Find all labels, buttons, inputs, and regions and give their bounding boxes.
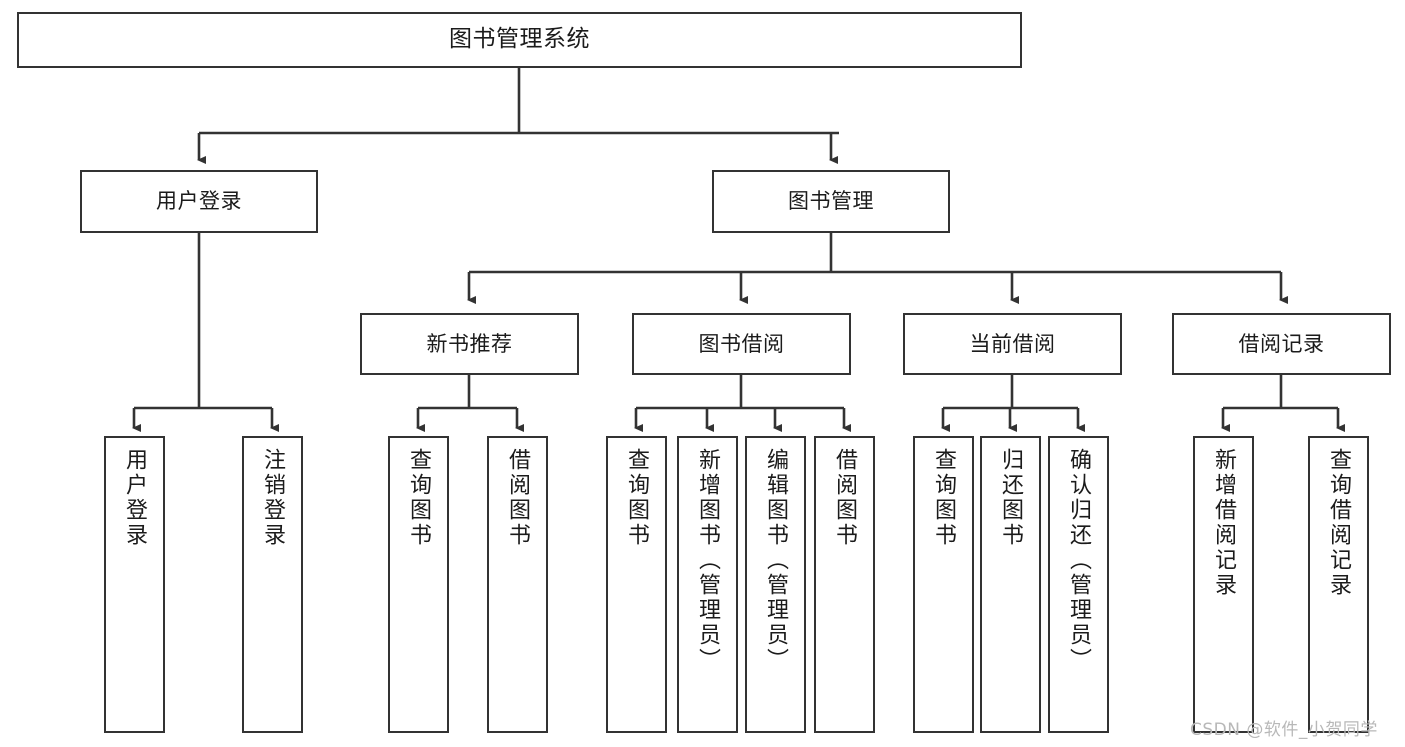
leaf-node[interactable]: 查询图书 (388, 436, 449, 733)
node-book-management[interactable]: 图书管理 (712, 170, 950, 233)
leaf-node-label: 新增图书（管理员） (695, 448, 721, 673)
node-borrow-records-label: 借阅记录 (1238, 331, 1325, 356)
node-current-borrow[interactable]: 当前借阅 (903, 313, 1122, 375)
node-borrow-records[interactable]: 借阅记录 (1172, 313, 1391, 375)
node-root[interactable]: 图书管理系统 (17, 12, 1022, 68)
node-new-book-recommend[interactable]: 新书推荐 (360, 313, 579, 375)
leaf-node[interactable]: 新增借阅记录 (1193, 436, 1254, 733)
leaf-node-label: 查询图书 (406, 448, 432, 548)
leaf-node-label: 查询图书 (624, 448, 650, 548)
leaf-node-label: 查询图书 (931, 448, 957, 548)
leaf-node[interactable]: 查询借阅记录 (1308, 436, 1369, 733)
node-book-borrow-label: 图书借阅 (698, 331, 785, 356)
leaf-node[interactable]: 借阅图书 (487, 436, 548, 733)
leaf-node[interactable]: 归还图书 (980, 436, 1041, 733)
leaf-node[interactable]: 借阅图书 (814, 436, 875, 733)
node-book-management-label: 图书管理 (788, 189, 874, 214)
leaf-node-label: 查询借阅记录 (1326, 448, 1352, 598)
leaf-node[interactable]: 确认归还（管理员） (1048, 436, 1109, 733)
watermark: CSDN @软件_小贺同学 (1190, 720, 1378, 740)
leaf-node[interactable]: 新增图书（管理员） (677, 436, 738, 733)
node-user-login[interactable]: 用户登录 (80, 170, 318, 233)
node-new-book-recommend-label: 新书推荐 (426, 331, 513, 356)
leaf-node[interactable]: 编辑图书（管理员） (745, 436, 806, 733)
leaf-node-label: 借阅图书 (505, 448, 531, 548)
leaf-node[interactable]: 查询图书 (606, 436, 667, 733)
node-book-borrow[interactable]: 图书借阅 (632, 313, 851, 375)
leaf-node-label: 确认归还（管理员） (1066, 448, 1092, 673)
node-user-login-label: 用户登录 (156, 189, 242, 214)
leaf-node[interactable]: 用户登录 (104, 436, 165, 733)
leaf-node-label: 归还图书 (998, 448, 1024, 548)
leaf-node-label: 编辑图书（管理员） (763, 448, 789, 673)
leaf-node-label: 借阅图书 (832, 448, 858, 548)
leaf-node[interactable]: 查询图书 (913, 436, 974, 733)
leaf-node-label: 新增借阅记录 (1211, 448, 1237, 598)
node-root-label: 图书管理系统 (449, 26, 590, 53)
leaf-node-label: 用户登录 (122, 448, 148, 548)
node-current-borrow-label: 当前借阅 (969, 331, 1056, 356)
leaf-node-label: 注销登录 (260, 448, 286, 548)
leaf-node[interactable]: 注销登录 (242, 436, 303, 733)
